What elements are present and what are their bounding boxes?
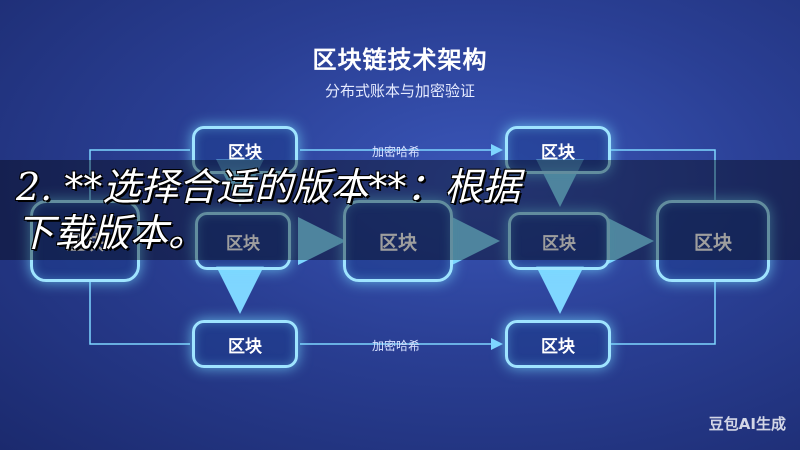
loop-left-top <box>89 149 190 200</box>
block-mid-5: 区块 <box>656 200 770 282</box>
subtitle-caption: 2. **选择合适的版本**：根据 下载版本。 <box>16 164 800 256</box>
block-bottom-right: 区块 <box>505 320 611 368</box>
link-label-top: 加密哈希 <box>372 145 421 159</box>
caption-line-1: 2. **选择合适的版本**：根据 <box>16 165 521 209</box>
loop-right-bottom <box>610 280 716 345</box>
block-bottom-left: 区块 <box>192 320 298 368</box>
block-mid-2: 区块 <box>195 212 291 270</box>
caption-band <box>0 160 800 260</box>
block-mid-3: 区块 <box>343 200 453 282</box>
block-mid-4: 区块 <box>508 212 610 270</box>
page-subtitle: 分布式账本与加密验证 <box>324 82 475 100</box>
caption-line-2: 下载版本。 <box>16 211 207 255</box>
link-label-bottom: 加密哈希 <box>372 339 421 353</box>
block-top-right: 区块 <box>505 126 611 174</box>
page-title: 区块链技术架构 <box>312 46 488 74</box>
watermark: 豆包AI生成 <box>708 415 786 433</box>
block-mid-1: 区块 <box>30 200 140 282</box>
block-top-left: 区块 <box>192 126 298 174</box>
loop-right-top <box>610 149 716 200</box>
loop-left-bottom <box>89 280 190 345</box>
